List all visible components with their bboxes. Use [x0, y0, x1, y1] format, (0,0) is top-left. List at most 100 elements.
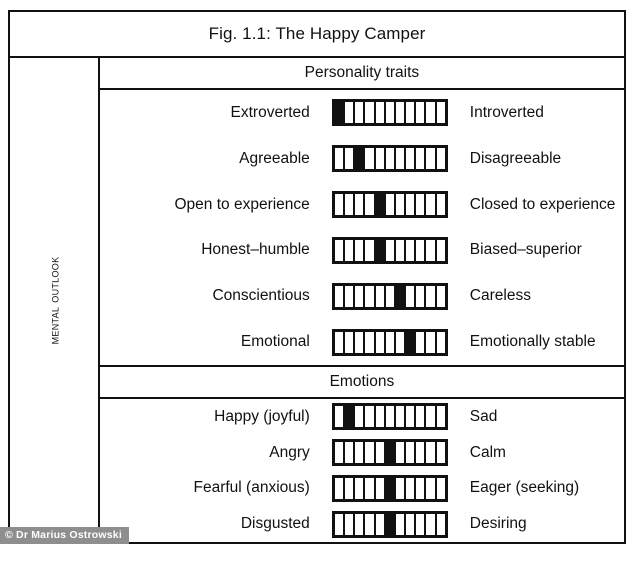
scale-cell[interactable] [406, 194, 417, 216]
scale-cell[interactable] [385, 194, 396, 216]
trait-scale[interactable] [331, 403, 448, 431]
scale-cell[interactable] [365, 442, 376, 464]
scale-cell[interactable] [365, 102, 376, 124]
scale-cell[interactable] [365, 194, 376, 216]
scale-cell[interactable] [365, 513, 376, 535]
scale-cell[interactable] [406, 331, 417, 353]
scale-cell[interactable] [436, 148, 445, 170]
scale-cell[interactable] [395, 148, 407, 170]
scale-cell[interactable] [395, 513, 407, 535]
scale-cell[interactable] [344, 406, 356, 428]
scale-cell[interactable] [344, 331, 356, 353]
trait-scale[interactable] [331, 236, 448, 264]
scale-cell[interactable] [355, 194, 366, 216]
scale-cell[interactable] [375, 102, 386, 124]
scale-cell[interactable] [365, 406, 376, 428]
scale-cell[interactable] [375, 285, 386, 307]
scale-cell[interactable] [375, 239, 386, 261]
scale-cell[interactable] [406, 513, 417, 535]
scale-cell[interactable] [416, 239, 427, 261]
scale-cell[interactable] [395, 102, 407, 124]
scale-cell[interactable] [416, 148, 427, 170]
scale-cell[interactable] [436, 331, 445, 353]
scale-cell[interactable] [375, 406, 386, 428]
scale-cell[interactable] [395, 331, 407, 353]
scale-cell[interactable] [395, 285, 407, 307]
scale-cell[interactable] [344, 148, 356, 170]
scale-cell[interactable] [344, 102, 356, 124]
scale-cell[interactable] [426, 102, 437, 124]
scale-cell[interactable] [406, 477, 417, 499]
scale-cell[interactable] [355, 102, 366, 124]
scale-cell[interactable] [334, 285, 345, 307]
scale-cell[interactable] [426, 148, 437, 170]
trait-scale[interactable] [331, 510, 448, 538]
scale-cell[interactable] [416, 513, 427, 535]
scale-cell[interactable] [385, 331, 396, 353]
trait-scale[interactable] [331, 474, 448, 502]
scale-cell[interactable] [436, 513, 445, 535]
scale-cell[interactable] [395, 406, 407, 428]
scale-cell[interactable] [406, 442, 417, 464]
scale-cell[interactable] [416, 102, 427, 124]
scale-cell[interactable] [416, 477, 427, 499]
scale-cell[interactable] [334, 331, 345, 353]
trait-scale[interactable] [331, 282, 448, 310]
scale-cell[interactable] [385, 148, 396, 170]
scale-cell[interactable] [344, 477, 356, 499]
scale-cell[interactable] [365, 148, 376, 170]
scale-cell[interactable] [436, 442, 445, 464]
scale-cell[interactable] [416, 285, 427, 307]
scale-cell[interactable] [375, 194, 386, 216]
scale-cell[interactable] [365, 285, 376, 307]
scale-cell[interactable] [436, 239, 445, 261]
scale-cell[interactable] [344, 194, 356, 216]
scale-cell[interactable] [365, 331, 376, 353]
scale-cell[interactable] [426, 477, 437, 499]
scale-cell[interactable] [344, 513, 356, 535]
trait-scale[interactable] [331, 439, 448, 467]
scale-cell[interactable] [406, 239, 417, 261]
scale-cell[interactable] [375, 513, 386, 535]
scale-cell[interactable] [426, 442, 437, 464]
scale-cell[interactable] [344, 285, 356, 307]
scale-cell[interactable] [436, 194, 445, 216]
scale-cell[interactable] [385, 513, 396, 535]
scale-cell[interactable] [385, 285, 396, 307]
scale-cell[interactable] [334, 194, 345, 216]
scale-cell[interactable] [436, 285, 445, 307]
scale-cell[interactable] [355, 285, 366, 307]
scale-cell[interactable] [406, 148, 417, 170]
scale-cell[interactable] [395, 442, 407, 464]
scale-cell[interactable] [385, 406, 396, 428]
scale-cell[interactable] [385, 477, 396, 499]
scale-cell[interactable] [355, 442, 366, 464]
scale-cell[interactable] [436, 477, 445, 499]
scale-cell[interactable] [365, 239, 376, 261]
trait-scale[interactable] [331, 328, 448, 356]
scale-cell[interactable] [334, 102, 345, 124]
scale-cell[interactable] [395, 239, 407, 261]
scale-cell[interactable] [426, 331, 437, 353]
scale-cell[interactable] [355, 239, 366, 261]
scale-cell[interactable] [426, 513, 437, 535]
scale-cell[interactable] [395, 194, 407, 216]
scale-cell[interactable] [355, 513, 366, 535]
scale-cell[interactable] [426, 285, 437, 307]
scale-cell[interactable] [334, 442, 345, 464]
scale-cell[interactable] [334, 477, 345, 499]
scale-cell[interactable] [385, 102, 396, 124]
scale-cell[interactable] [426, 194, 437, 216]
scale-cell[interactable] [344, 442, 356, 464]
scale-cell[interactable] [416, 194, 427, 216]
scale-cell[interactable] [436, 102, 445, 124]
scale-cell[interactable] [334, 148, 345, 170]
scale-cell[interactable] [406, 406, 417, 428]
scale-cell[interactable] [375, 148, 386, 170]
scale-cell[interactable] [416, 406, 427, 428]
scale-cell[interactable] [426, 239, 437, 261]
scale-cell[interactable] [395, 477, 407, 499]
scale-cell[interactable] [365, 477, 376, 499]
scale-cell[interactable] [355, 406, 366, 428]
scale-cell[interactable] [355, 331, 366, 353]
